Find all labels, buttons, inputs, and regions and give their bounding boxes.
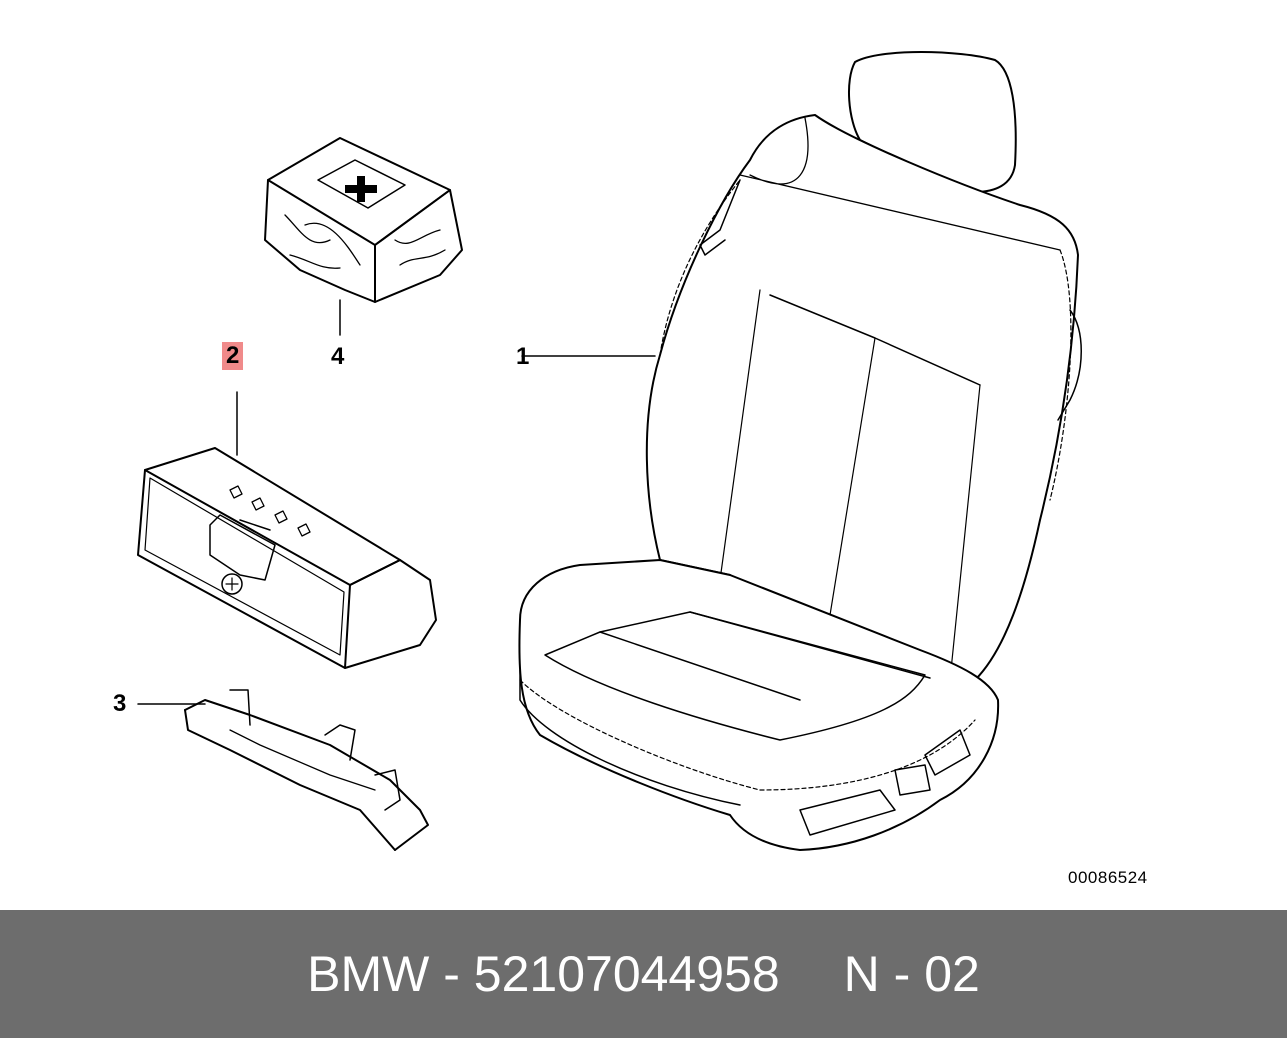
callout-label-4: 4 [331,343,345,370]
reference-text: N - 02 [843,946,980,1002]
callout-label-3: 3 [113,690,127,717]
first-aid-kit-illustration [264,137,463,336]
drawing-id: 00086524 [1068,868,1148,887]
mounting-bracket-illustration [137,689,429,851]
part-number-text: BMW - 52107044958 [307,946,780,1002]
seat-illustration [518,51,1082,851]
parts-diagram [137,51,1082,851]
part-number-footer: BMW - 52107044958 N - 02 [0,910,1287,1038]
callout-label-1: 1 [516,343,530,370]
callout-label-2: 2 [222,342,244,370]
storage-case-illustration [137,391,437,669]
